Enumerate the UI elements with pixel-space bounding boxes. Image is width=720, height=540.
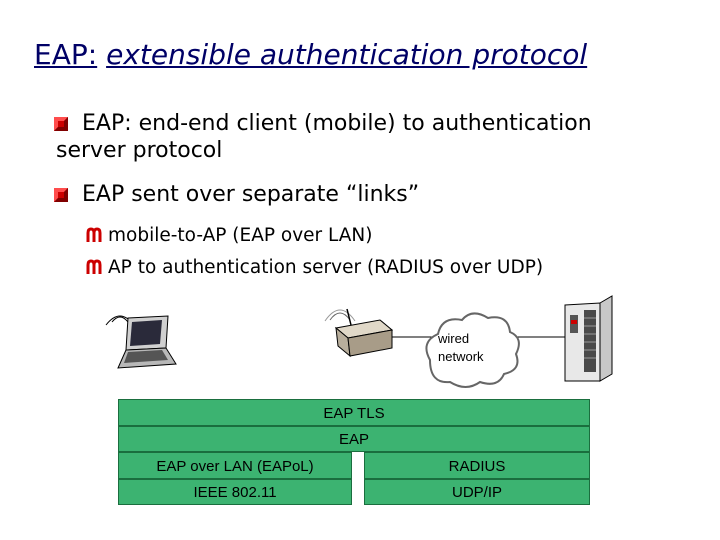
cloud-label-line-2: network [438, 349, 484, 364]
stack-layer-radius: RADIUS [364, 452, 590, 479]
sub-bullet-2-text: AP to authentication server (RADIUS over… [108, 257, 544, 278]
sub-bullet-marker-icon [86, 227, 102, 242]
stack-layer-eap: EAP [118, 426, 590, 452]
access-point-icon [324, 308, 394, 358]
sub-bullet-1: mobile-to-AP (EAP over LAN) [86, 224, 373, 248]
stack-layer-eap-tls: EAP TLS [118, 399, 590, 426]
stack-label-udpip: UDP/IP [451, 484, 502, 501]
bullet-marker-icon [54, 188, 68, 202]
title-main: extensible authentication protocol [106, 38, 588, 71]
stack-label-ieee: IEEE 802.11 [193, 484, 277, 501]
stack-layer-ieee: IEEE 802.11 [118, 479, 352, 505]
cloud-label-line-1: wired [437, 331, 469, 346]
bullet-marker-icon [54, 117, 68, 131]
bullet-2: EAP sent over separate “links” [54, 181, 420, 208]
bullet-1-line-1: EAP: end-end client (mobile) to authenti… [82, 111, 592, 136]
stack-label-eapol: EAP over LAN (EAPoL) [156, 458, 314, 475]
laptop-icon [105, 315, 177, 369]
bullet-2-line-1: EAP sent over separate “links” [82, 182, 420, 207]
stack-layer-eapol: EAP over LAN (EAPoL) [118, 452, 352, 479]
stack-label-eap-tls: EAP TLS [323, 405, 385, 422]
bullet-1-line-2: server protocol [56, 138, 223, 163]
stack-layer-udpip: UDP/IP [364, 479, 590, 505]
stack-label-radius: RADIUS [448, 458, 506, 475]
sub-bullet-2: AP to authentication server (RADIUS over… [86, 256, 544, 280]
cloud-icon [425, 312, 520, 388]
sub-bullet-marker-icon [86, 259, 102, 274]
title-prefix: EAP: [34, 38, 98, 71]
sub-bullet-1-text: mobile-to-AP (EAP over LAN) [108, 225, 373, 246]
stack-label-eap: EAP [338, 431, 369, 448]
bullet-1: EAP: end-end client (mobile) to authenti… [54, 110, 592, 164]
server-icon [564, 295, 613, 382]
page-title: EAP: extensible authentication protocol [34, 38, 587, 71]
